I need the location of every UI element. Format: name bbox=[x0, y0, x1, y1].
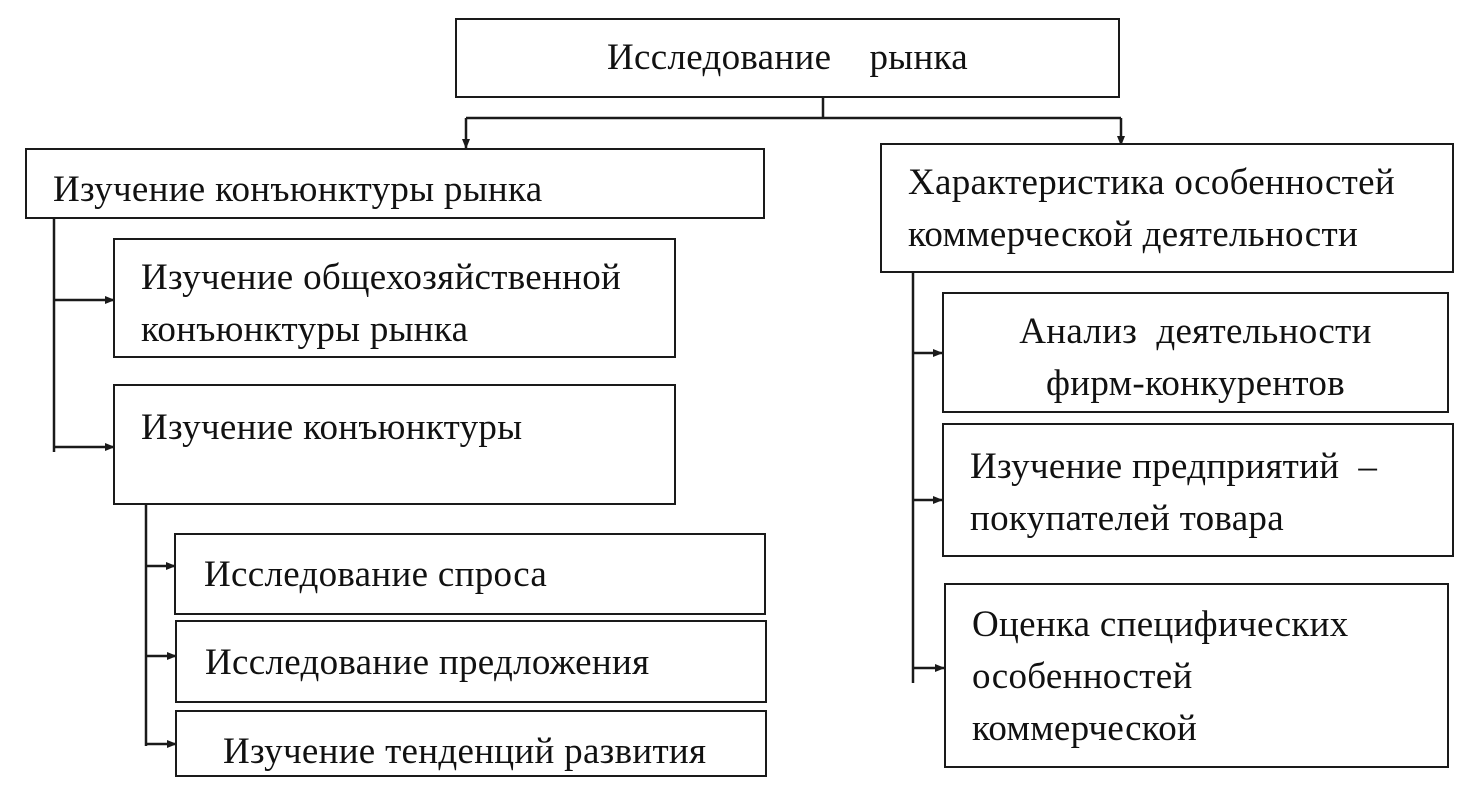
right-branch-line-1: Характеристика особенностей bbox=[908, 162, 1395, 203]
sub-child-1-label: Исследование спроса bbox=[204, 554, 548, 595]
right-child-2-line-2: покупателей товара bbox=[970, 498, 1284, 539]
left-branch-label: Изучение конъюнктуры рынка bbox=[53, 169, 543, 210]
right-child-specifics: Оценка специфических особенностей коммер… bbox=[944, 583, 1449, 768]
right-child-3-line-3: коммерческой bbox=[972, 708, 1198, 749]
left-child-2-line-1: Изучение конъюнктуры bbox=[141, 407, 523, 448]
left-child-conjuncture: Изучение конъюнктуры bbox=[113, 384, 676, 505]
sub-child-demand: Исследование спроса bbox=[174, 533, 766, 615]
left-child-1-line-2: конъюнктуры рынка bbox=[141, 309, 469, 350]
right-child-1-line-1: Анализ деятельности bbox=[1019, 311, 1372, 352]
root-node: Исследование рынка bbox=[455, 18, 1120, 98]
sub-child-3-label: Изучение тенденций развития bbox=[223, 731, 707, 772]
left-branch-node: Изучение конъюнктуры рынка bbox=[25, 148, 765, 219]
right-child-3-line-1: Оценка специфических bbox=[972, 604, 1349, 645]
right-child-2-line-1: Изучение предприятий – bbox=[970, 446, 1378, 487]
right-child-3-line-2: особенностей bbox=[972, 656, 1193, 697]
right-child-competitors: Анализ деятельности фирм-конкурентов bbox=[942, 292, 1449, 413]
right-branch-node: Характеристика особенностей коммерческой… bbox=[880, 143, 1454, 273]
right-child-buyers: Изучение предприятий – покупателей товар… bbox=[942, 423, 1454, 557]
right-branch-line-2: коммерческой деятельности bbox=[908, 214, 1359, 255]
left-child-1-line-1: Изучение общехозяйственной bbox=[141, 257, 622, 298]
right-child-1-line-2: фирм-конкурентов bbox=[1046, 363, 1345, 404]
sub-child-trends: Изучение тенденций развития bbox=[175, 710, 767, 777]
left-child-general-conjuncture: Изучение общехозяйственной конъюнктуры р… bbox=[113, 238, 676, 358]
root-node-label: Исследование рынка bbox=[606, 37, 968, 78]
sub-child-2-label: Исследование предложения bbox=[205, 642, 650, 683]
sub-child-supply: Исследование предложения bbox=[175, 620, 767, 703]
